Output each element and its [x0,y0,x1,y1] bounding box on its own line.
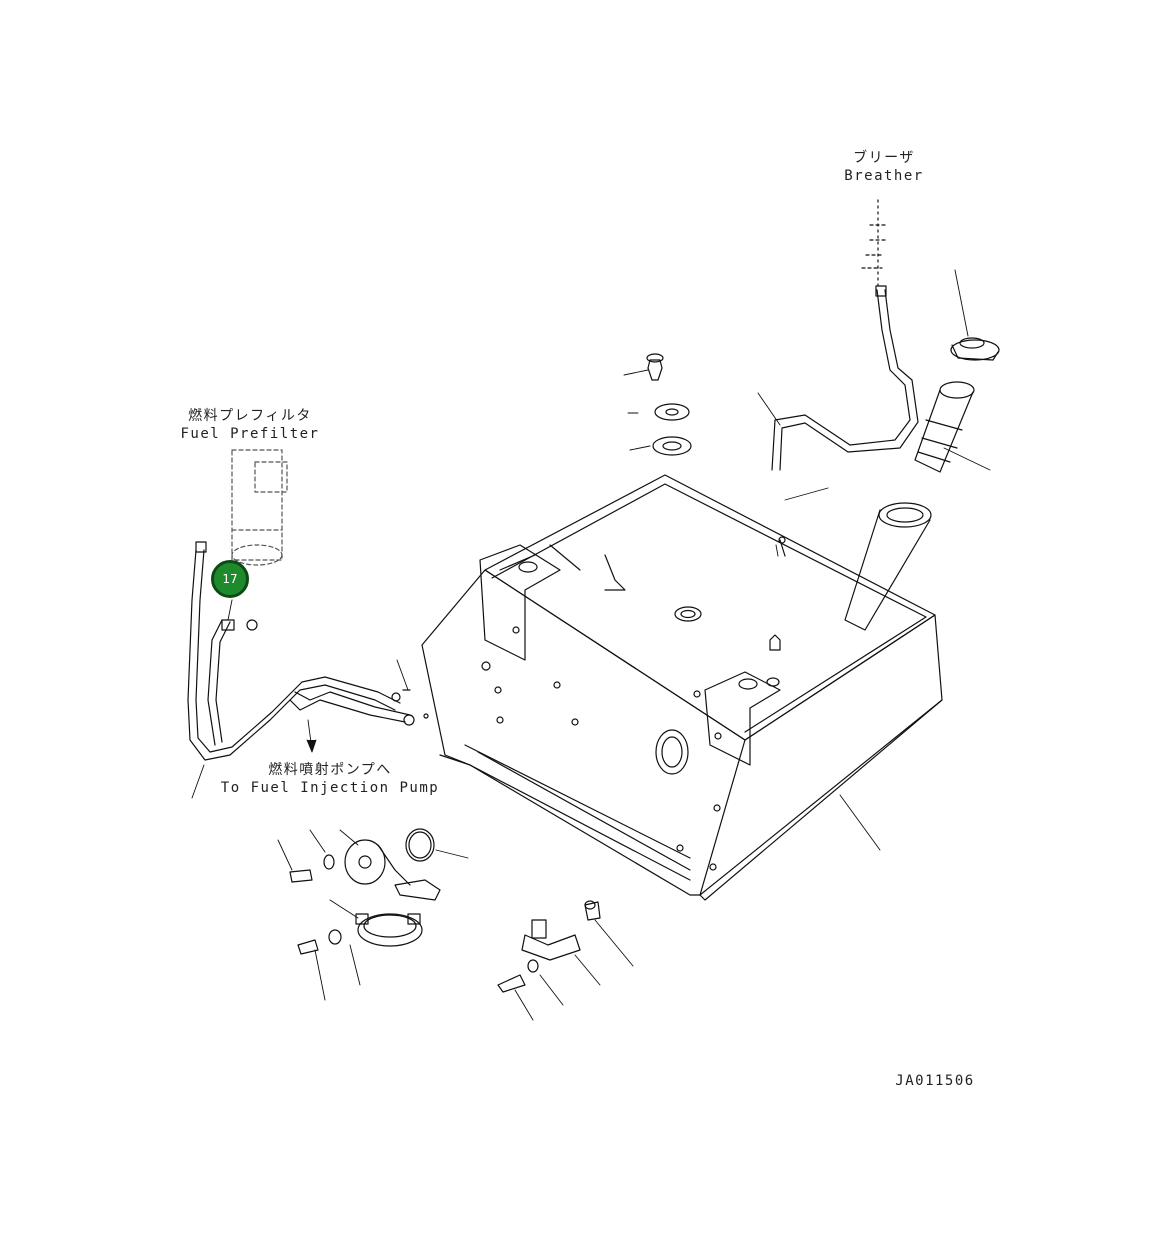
callout-17[interactable]: 17 [211,560,249,598]
fuel-hoses [187,541,429,761]
prefilter-label-en: Fuel Prefilter [180,426,320,442]
leader-lines [191,269,991,1021]
fuel-tank [421,474,943,901]
filler-cap [950,337,1000,361]
drawing-code: JA011506 [895,1073,975,1089]
prefilter-label-jp: 燃料プレフィルタ [188,408,312,424]
filler-pipe [914,381,975,473]
bottom-clamp [497,900,601,993]
top-hardware [646,353,692,456]
pump-label-jp: 燃料噴射ポンプへ [268,762,392,778]
breather-label-jp: ブリーザ [853,150,915,166]
pump-label-en: To Fuel Injection Pump [220,780,440,796]
fuel-prefilter [231,449,288,566]
sender-unit [289,828,441,955]
breather-hose [771,199,919,471]
breather-label-en: Breather [844,168,924,184]
